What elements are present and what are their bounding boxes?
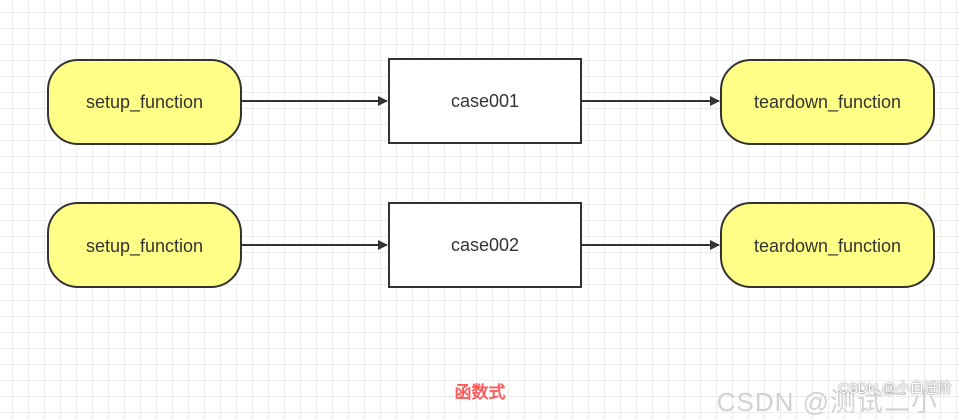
csdn-watermark: CSDN @小白进阶 bbox=[838, 380, 952, 396]
teardown-label-1: teardown_function bbox=[754, 92, 901, 113]
case-node-2 bbox=[388, 202, 582, 288]
teardown-label-2: teardown_function bbox=[754, 236, 901, 257]
case-label-2: case002 bbox=[451, 235, 519, 255]
teardown-node-1 bbox=[720, 59, 935, 145]
teardown-node-2 bbox=[720, 202, 935, 288]
case-label-1: case001 bbox=[451, 91, 519, 111]
flow-row-2: setup_function case002 teardown_function bbox=[47, 202, 935, 288]
case-node-1 bbox=[388, 58, 582, 144]
setup-label-2: setup_function bbox=[86, 236, 203, 257]
setup-label-1: setup_function bbox=[86, 92, 203, 113]
diagram-caption: 函数式 bbox=[454, 383, 506, 402]
flow-row-1: setup_function case001 teardown_function bbox=[47, 58, 935, 145]
flow-diagram: setup_function case001 teardown_function… bbox=[47, 58, 935, 288]
